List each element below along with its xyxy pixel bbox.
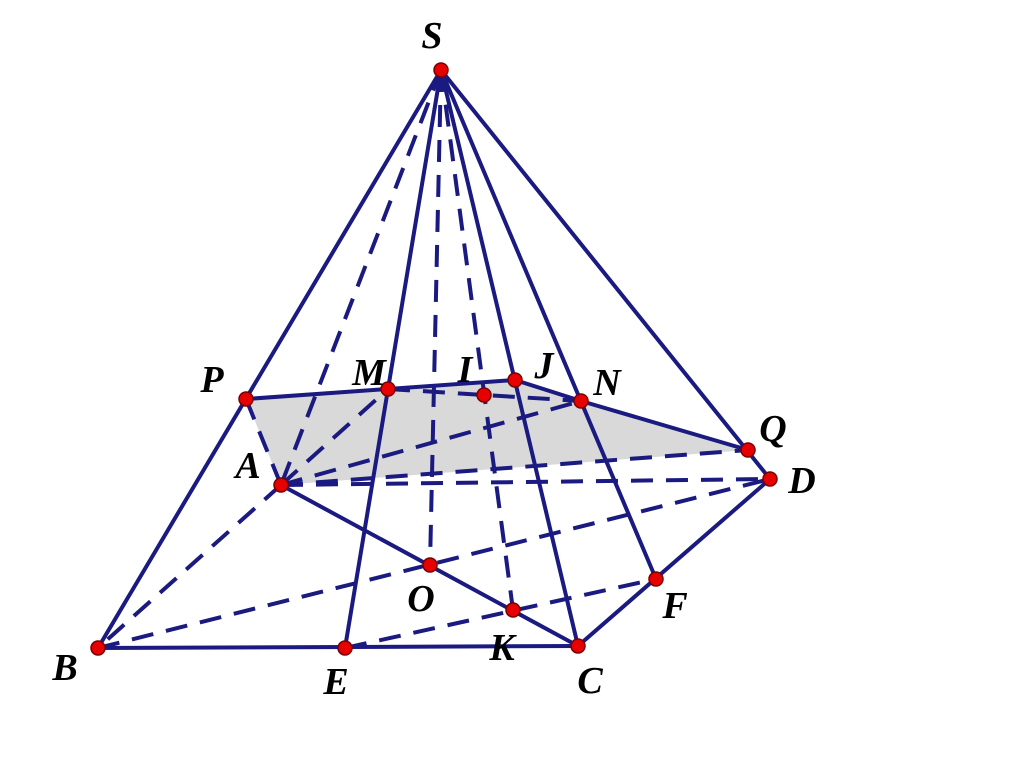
segment-sf	[439, 68, 658, 581]
point-n	[573, 393, 589, 409]
label-o: O	[407, 578, 434, 620]
point-p	[238, 391, 254, 407]
segment-sk-dashed	[439, 69, 515, 611]
segment-pa-dashed	[244, 398, 283, 486]
segment-sa-dashed	[279, 69, 443, 486]
segment-am-dashed	[279, 387, 390, 487]
segment-sb	[96, 68, 443, 650]
label-n: N	[592, 362, 622, 404]
point-a	[273, 477, 289, 493]
segment-an-dashed	[280, 399, 582, 487]
pyramid-edges	[96, 68, 772, 650]
point-j	[507, 372, 523, 388]
point-s	[433, 62, 449, 78]
point-q	[740, 442, 756, 458]
segment-nq	[579, 399, 750, 452]
label-k: K	[488, 627, 517, 669]
label-a: A	[233, 445, 260, 487]
segment-so-dashed	[428, 69, 443, 566]
segment-ad-dashed	[280, 477, 771, 487]
segment-ef-dashed	[344, 577, 657, 650]
segment-mj	[386, 378, 517, 391]
label-q: Q	[759, 408, 786, 450]
point-o	[422, 557, 438, 573]
label-b: B	[51, 647, 77, 689]
label-e: E	[322, 661, 348, 703]
label-f: F	[661, 585, 687, 627]
point-m	[380, 381, 396, 397]
label-i: I	[457, 349, 474, 391]
label-d: D	[787, 460, 815, 502]
segment-mn-dashed	[387, 387, 582, 403]
segment-bd-dashed	[97, 477, 771, 650]
point-b	[90, 640, 106, 656]
segment-ab-dashed	[96, 483, 283, 650]
point-c	[570, 638, 586, 654]
point-i	[476, 387, 492, 403]
segment-jn	[513, 378, 583, 403]
point-f	[648, 571, 664, 587]
segment-sd	[439, 68, 772, 481]
label-p: P	[199, 359, 224, 401]
label-m: M	[351, 352, 387, 394]
segment-aq-dashed	[280, 448, 749, 487]
point-e	[337, 640, 353, 656]
segment-se	[343, 68, 443, 650]
segment-sc	[439, 68, 580, 648]
point-d	[762, 471, 778, 487]
vertex-points	[90, 62, 778, 656]
segment-pm	[244, 387, 390, 401]
segment-cd	[576, 477, 772, 648]
label-c: C	[577, 660, 603, 702]
label-j: J	[534, 345, 555, 387]
point-k	[505, 602, 521, 618]
label-s: S	[421, 15, 442, 57]
